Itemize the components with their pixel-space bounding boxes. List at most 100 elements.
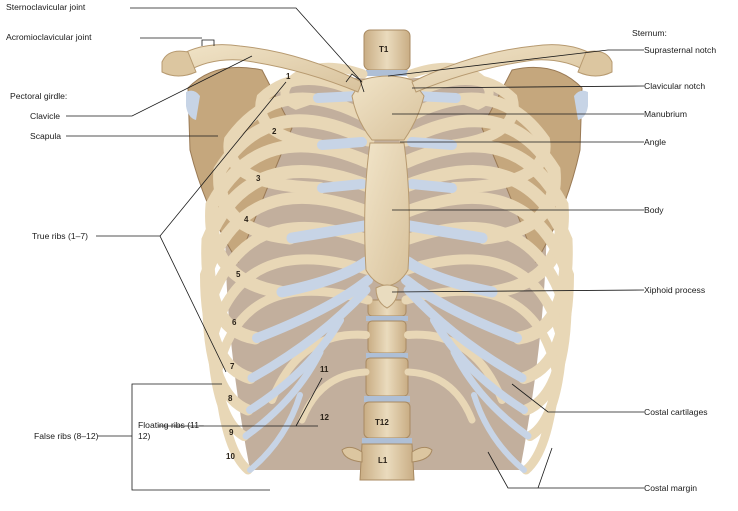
cartilage-left-5 <box>276 256 372 298</box>
cartilage-left-6 <box>252 275 373 343</box>
intervertebral-disc <box>366 353 408 358</box>
rib-left-6 <box>201 165 375 345</box>
rib-number-11: 11 <box>320 365 329 374</box>
cartilage-left-8 <box>246 316 344 414</box>
cartilage-right-6 <box>401 275 522 343</box>
bracket-sternoclavicular <box>345 73 365 93</box>
label-floating-ribs: Floating ribs (11– 12) <box>138 420 204 441</box>
vertebra-label-l1: L1 <box>378 456 388 465</box>
rib-right-4 <box>399 114 561 245</box>
intervertebral-disc <box>364 396 410 402</box>
costal-cartilages <box>242 91 532 473</box>
rib-right-12 <box>404 368 476 424</box>
rib-number-8: 8 <box>228 394 233 403</box>
cartilage-right-2 <box>407 137 457 150</box>
label-manubrium: Manubrium <box>644 109 687 119</box>
rib-number-1: 1 <box>286 72 291 81</box>
label-sternum: Sternum: <box>632 28 667 38</box>
cartilage-right-10 <box>471 392 527 473</box>
rib-left-5 <box>205 139 375 299</box>
vertebra-l1 <box>359 443 415 481</box>
l1-transverse-process-left <box>341 446 363 463</box>
sternal-body <box>364 142 410 287</box>
xiphoid-process <box>375 284 399 309</box>
cartilage-right-9 <box>450 348 532 440</box>
cartilage-left-10 <box>247 392 303 473</box>
cartilage-left-2 <box>317 137 367 150</box>
rib-number-12: 12 <box>320 413 329 422</box>
rib-number-3: 3 <box>256 174 261 183</box>
label-floating-ribs-line2: 12) <box>138 430 151 441</box>
leader-suprasternal-notch <box>387 49 644 77</box>
label-true-ribs: True ribs (1–7) <box>32 231 89 241</box>
bracket-acromioclavicular <box>201 39 215 46</box>
cartilage-right-7 <box>403 285 527 383</box>
intervertebral-disc <box>366 70 408 76</box>
rib-number-10: 10 <box>226 452 235 461</box>
leader-xiphoid <box>391 289 645 293</box>
cartilage-left-1 <box>313 91 363 103</box>
rib-left-12 <box>298 368 370 424</box>
rib-left-2 <box>255 74 372 151</box>
rib-number-2: 2 <box>272 127 277 136</box>
bracket-false-ribs <box>131 383 270 491</box>
cartilage-left-4 <box>286 220 370 244</box>
label-clavicle: Clavicle <box>30 111 61 121</box>
rib-right-6 <box>399 165 573 345</box>
label-suprasternal-notch: Suprasternal notch <box>644 45 717 55</box>
rib-left-4 <box>213 114 375 245</box>
acromion-left <box>161 50 197 77</box>
spine-segment <box>367 320 407 354</box>
leader-lines <box>66 7 645 491</box>
rib-number-4: 4 <box>244 215 249 224</box>
cartilage-right-8 <box>430 316 528 414</box>
label-false-ribs: False ribs (8–12) <box>34 431 99 441</box>
rib-number-6: 6 <box>232 318 237 327</box>
leader-costal-margin <box>487 447 644 489</box>
label-angle: Angle <box>644 137 666 147</box>
leader-clavicular-notch <box>411 85 645 89</box>
sternum <box>351 75 425 309</box>
rib-right-5 <box>399 139 569 299</box>
rib-left-8 <box>202 222 374 416</box>
intervertebral-disc <box>362 438 412 444</box>
shoulder-cartilage-right <box>574 90 588 120</box>
manubrium <box>351 75 425 141</box>
cartilage-right-4 <box>404 220 488 244</box>
label-costal-cartilages: Costal cartilages <box>644 407 708 417</box>
ribs-right <box>399 62 575 475</box>
clavicle-left <box>171 44 363 93</box>
rib-number-5: 5 <box>236 270 241 279</box>
leader-costal-cartilages <box>511 383 644 413</box>
label-sternoclavicular-joint: Sternoclavicular joint <box>6 2 86 12</box>
intervertebral-disc <box>366 316 408 321</box>
vertebral-column <box>341 29 433 481</box>
label-acromioclavicular-joint: Acromioclavicular joint <box>6 32 92 42</box>
vertebra-label-t1: T1 <box>379 45 389 54</box>
label-pectoral-girdle: Pectoral girdle: <box>10 91 68 101</box>
rib-right-2 <box>402 74 519 151</box>
bracket-true-ribs <box>159 81 287 373</box>
cartilage-right-3 <box>407 179 457 193</box>
label-floating-ribs-line1: Floating ribs (11– <box>138 420 204 430</box>
leader-sternoclavicular <box>130 7 363 83</box>
vertebra-label-t12: T12 <box>375 418 389 427</box>
label-scapula: Scapula <box>30 131 62 141</box>
acromion-right <box>577 50 613 77</box>
rib-right-8 <box>400 222 572 416</box>
label-costal-margin: Costal margin <box>644 483 698 493</box>
label-clavicular-notch: Clavicular notch <box>644 81 706 91</box>
cartilage-right-5 <box>402 256 498 298</box>
rib-number-9: 9 <box>229 428 234 437</box>
spine-segment <box>365 357 409 397</box>
l1-transverse-process-right <box>411 446 433 463</box>
cartilage-left-7 <box>247 285 371 383</box>
cartilage-left-9 <box>242 348 324 440</box>
rib-number-7: 7 <box>230 362 235 371</box>
shoulder-cartilage-left <box>186 90 200 120</box>
label-body: Body <box>644 205 664 215</box>
leader-clavicle <box>66 55 253 117</box>
cartilage-left-3 <box>317 179 367 193</box>
